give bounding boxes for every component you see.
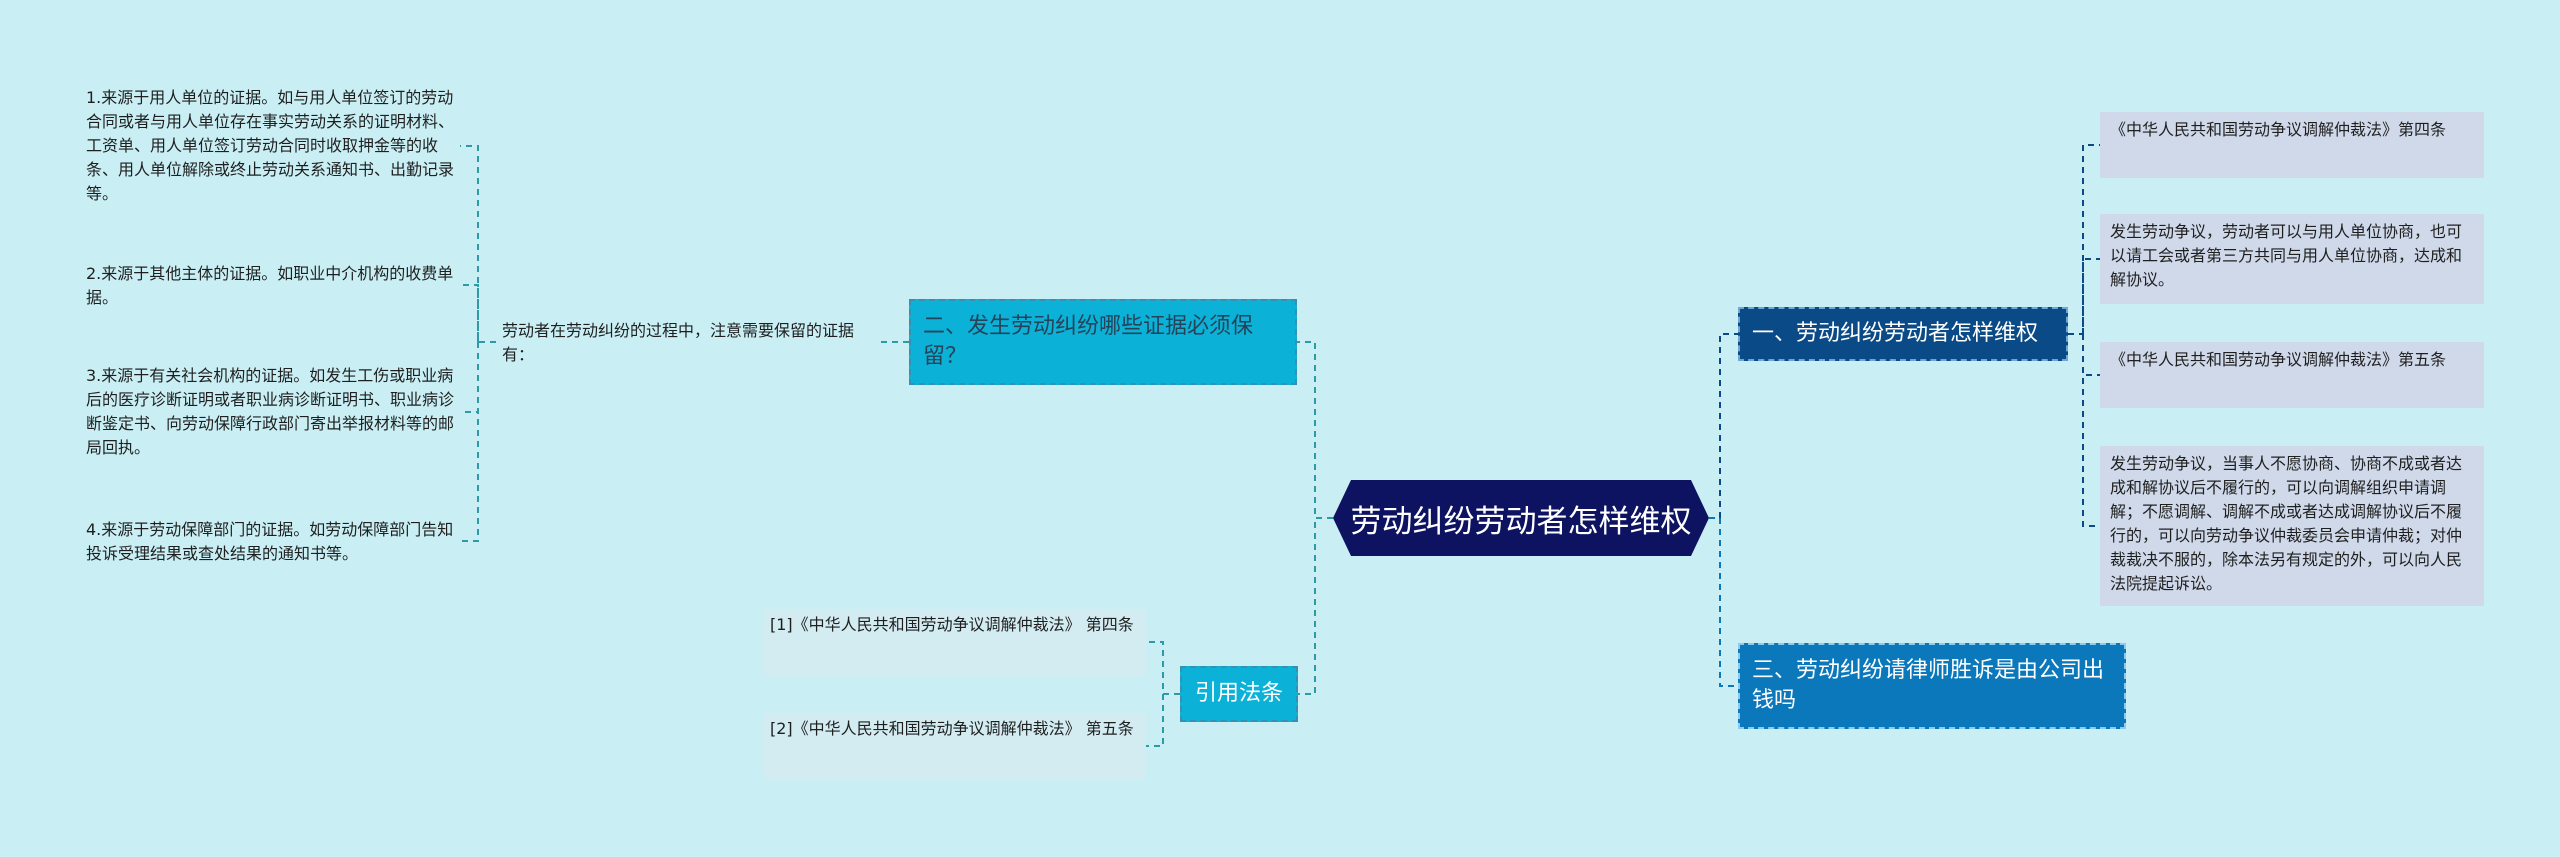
branch-label: 一、劳动纠纷劳动者怎样维权 <box>1752 321 2039 346</box>
leaf-law-article-4[interactable]: 《中华人民共和国劳动争议调解仲裁法》第四条 <box>2100 112 2484 178</box>
branch-how-to-defend-rights[interactable]: 一、劳动纠纷劳动者怎样维权 <box>1738 307 2068 361</box>
link-branch1-to-leaves <box>2068 144 2100 527</box>
branch-label: 二、发生劳动纠纷哪些证据必须保留？ <box>923 314 1254 369</box>
leaf-evidence-employer[interactable]: 1.来源于用人单位的证据。如与用人单位签订的劳动合同或者与用人单位存在事实劳动关… <box>86 88 455 203</box>
leaf-negotiation[interactable]: 发生劳动争议，劳动者可以与用人单位协商，也可以请工会或者第三方共同与用人单位协商… <box>2100 214 2484 304</box>
link-center-to-branch4 <box>1298 517 1333 695</box>
leaf-citation-2[interactable]: [2]《中华人民共和国劳动争议调解仲裁法》 第五条 <box>764 713 1146 779</box>
link-center-to-branch2 <box>1297 341 1333 519</box>
leaf-evidence-labor-dept[interactable]: 4.来源于劳动保障部门的证据。如劳动保障部门告知投诉受理结果或查处结果的通知书等… <box>86 520 454 563</box>
branch-lawyer-fees[interactable]: 三、劳动纠纷请律师胜诉是由公司出钱吗 <box>1738 643 2126 729</box>
leaf-evidence-social[interactable]: 3.来源于有关社会机构的证据。如发生工伤或职业病后的医疗诊断证明或者职业病诊断证… <box>86 366 455 457</box>
leaf-law-article-5[interactable]: 《中华人民共和国劳动争议调解仲裁法》第五条 <box>2100 342 2484 408</box>
leaf-mediation-arbitration[interactable]: 发生劳动争议，当事人不愿协商、协商不成或者达成和解协议后不履行的，可以向调解组织… <box>2100 446 2484 606</box>
branch-label: 引用法条 <box>1194 681 1283 706</box>
link-branch4-to-citations <box>1146 641 1180 747</box>
leaf-evidence-other[interactable]: 2.来源于其他主体的证据。如职业中介机构的收费单据。 <box>86 264 454 307</box>
link-center-to-branch1 <box>1709 333 1738 519</box>
leaf-citation-1[interactable]: [1]《中华人民共和国劳动争议调解仲裁法》 第四条 <box>764 609 1146 675</box>
central-topic-label: 劳动纠纷劳动者怎样维权 <box>1350 503 1692 540</box>
link-mid-to-leaves <box>460 145 496 542</box>
branch-label: 三、劳动纠纷请律师胜诉是由公司出钱吗 <box>1752 658 2105 713</box>
leaf-evidence-intro[interactable]: 劳动者在劳动纠纷的过程中，注意需要保留的证据有： <box>502 321 855 364</box>
central-topic[interactable]: 劳动纠纷劳动者怎样维权 <box>1333 480 1709 556</box>
branch-cited-laws[interactable]: 引用法条 <box>1180 666 1298 722</box>
link-center-to-branch3 <box>1709 517 1738 687</box>
branch-evidence-to-keep[interactable]: 二、发生劳动纠纷哪些证据必须保留？ <box>909 299 1297 385</box>
